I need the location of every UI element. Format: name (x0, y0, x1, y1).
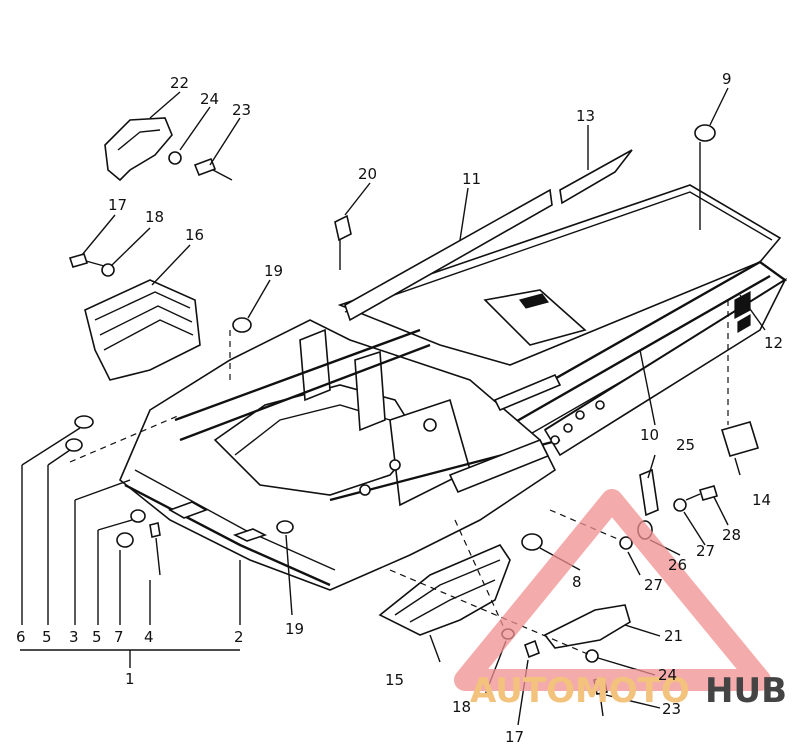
callout-23: 23 (232, 101, 251, 119)
cover-22 (104, 117, 173, 182)
callout-19-upper: 19 (264, 262, 283, 280)
callout-17-upper: 17 (108, 196, 127, 214)
callout-6: 6 (16, 628, 26, 646)
callout-21: 21 (664, 627, 683, 645)
decal-14 (720, 421, 760, 457)
callout-10: 10 (640, 426, 659, 444)
callout-26: 26 (668, 556, 687, 574)
callout-labels: 22 24 23 9 13 20 11 17 18 16 19 12 10 25… (16, 70, 783, 746)
callout-4: 4 (144, 628, 154, 646)
bracket-21 (543, 604, 631, 649)
callout-18-upper: 18 (145, 208, 164, 226)
main-frame (119, 184, 788, 591)
callout-1: 1 (125, 670, 135, 688)
callout-27-upper: 27 (696, 542, 715, 560)
callout-12: 12 (764, 334, 783, 352)
callout-24-lower: 24 (658, 666, 677, 684)
watermark-triangle-icon (454, 489, 771, 691)
decal-13 (559, 149, 633, 205)
callout-20: 20 (358, 165, 377, 183)
callout-16: 16 (185, 226, 204, 244)
callout-22: 22 (170, 74, 189, 92)
callout-11: 11 (462, 170, 481, 188)
callout-15: 15 (385, 671, 404, 689)
callout-8: 8 (572, 573, 582, 591)
cover-16 (84, 279, 201, 381)
callout-7: 7 (114, 628, 124, 646)
callout-3: 3 (69, 628, 79, 646)
callout-5-left: 5 (42, 628, 52, 646)
callout-2: 2 (234, 628, 244, 646)
callout-27-lower: 27 (644, 576, 663, 594)
callout-19-lower: 19 (285, 620, 304, 638)
callout-24: 24 (200, 90, 219, 108)
guard-15 (378, 544, 511, 636)
callout-13: 13 (576, 107, 595, 125)
callout-25: 25 (676, 436, 695, 454)
callout-18-lower: 18 (452, 698, 471, 716)
callout-5-right: 5 (92, 628, 102, 646)
leader-lines (20, 87, 766, 726)
callout-17-lower: 17 (505, 728, 524, 746)
watermark: AUTOMOTO HUB (454, 489, 787, 711)
callout-9: 9 (722, 70, 732, 88)
callout-28: 28 (722, 526, 741, 544)
watermark-text-b: HUB (705, 671, 787, 711)
decal-11 (344, 188, 553, 322)
callout-23-lower: 23 (662, 700, 681, 718)
callout-14: 14 (752, 491, 771, 509)
watermark-text-a: AUTOMOTO (470, 671, 690, 711)
